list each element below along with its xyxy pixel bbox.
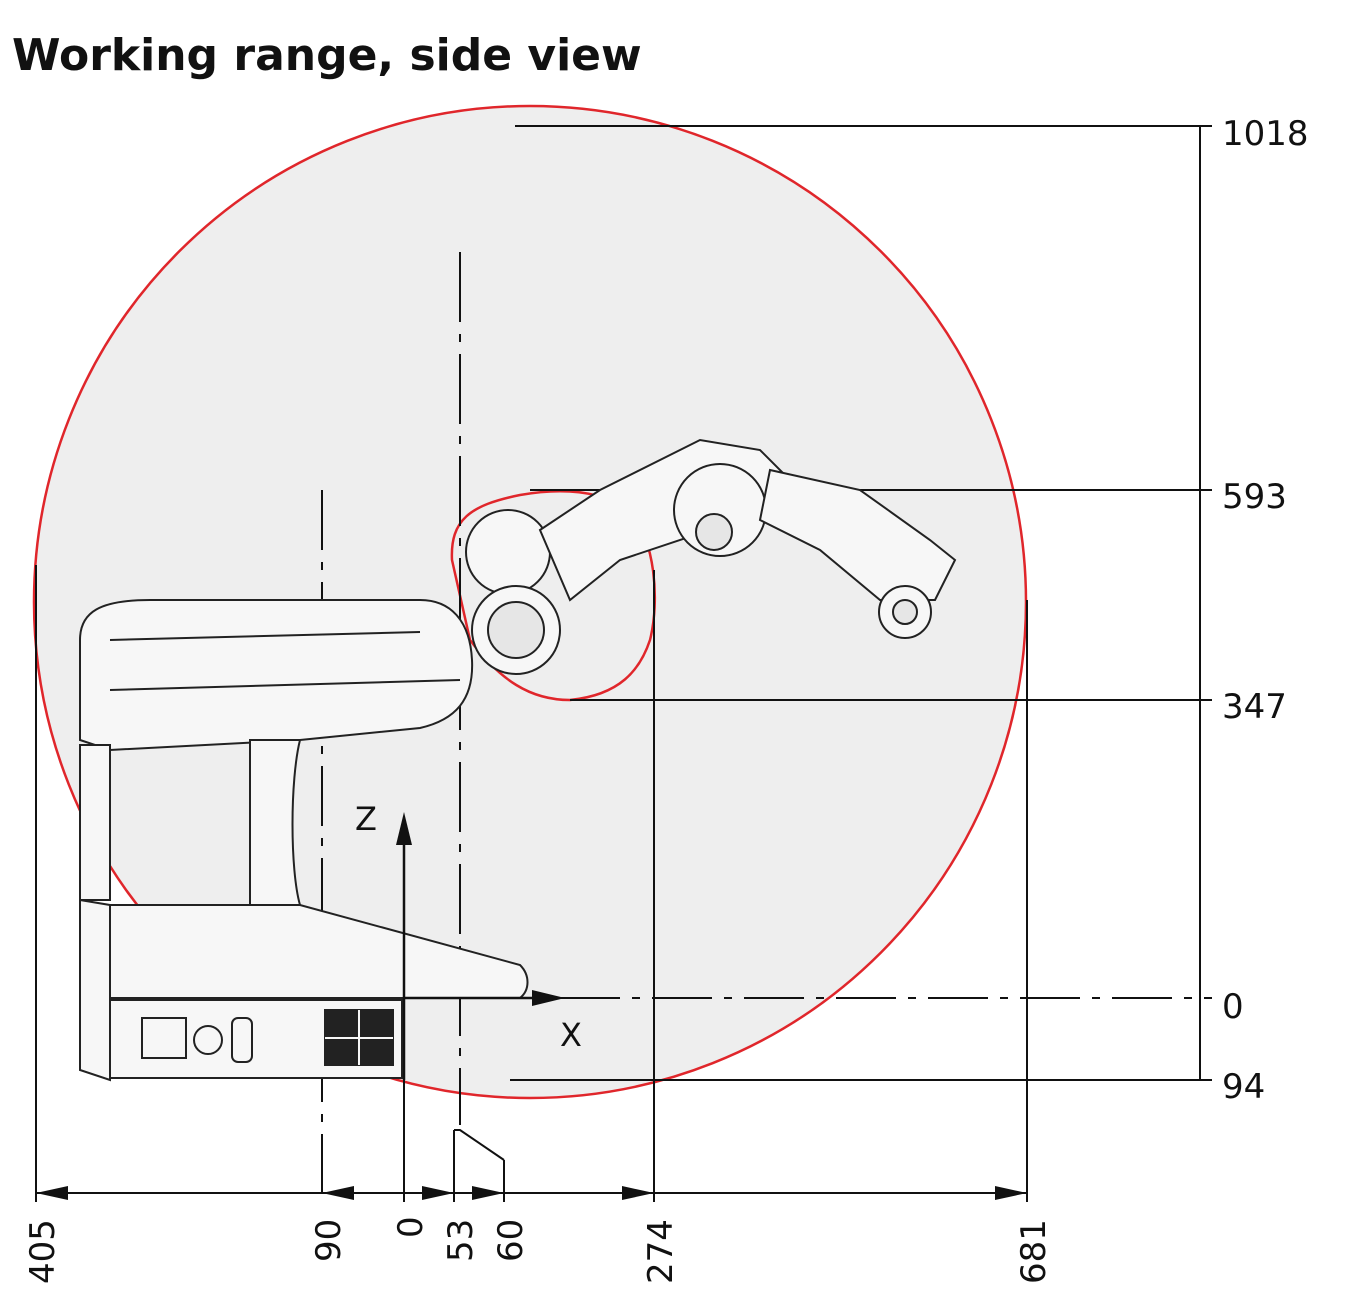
robot-arm [465, 438, 957, 675]
dim-label-681: 681 [1014, 1219, 1054, 1284]
dim-label-0-vertical: 0 [1222, 987, 1244, 1027]
dim-label-94: 94 [1222, 1067, 1265, 1107]
dim-label-53: 53 [441, 1219, 481, 1262]
dim-label-593: 593 [1222, 477, 1287, 517]
dim-label-0-horizontal: 0 [391, 1216, 431, 1238]
dim-label-1018: 1018 [1222, 114, 1309, 154]
diagram-title: Working range, side view [12, 30, 642, 81]
dimension-arrowheads [36, 1186, 1027, 1200]
x-axis-label: X [560, 1016, 582, 1054]
z-axis-label: Z [355, 800, 377, 838]
dim-label-274: 274 [641, 1219, 681, 1284]
dim-label-60: 60 [491, 1219, 531, 1262]
dim-label-405: 405 [23, 1219, 63, 1284]
coordinate-axes [396, 812, 565, 1080]
robot-body [79, 599, 529, 1082]
dim-label-90: 90 [309, 1219, 349, 1262]
dim-label-347: 347 [1222, 687, 1287, 727]
